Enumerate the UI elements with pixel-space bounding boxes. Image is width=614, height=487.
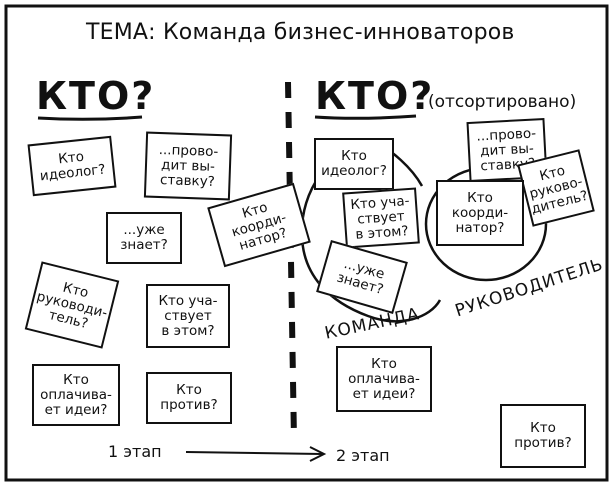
card-ideolog-left: Кто идеолог? [27, 135, 117, 197]
stage-2-label: 2 этап [336, 446, 390, 465]
arrow-head-icon [309, 446, 327, 462]
stage-arrow [185, 451, 323, 455]
card-exhibition-left: ...прово- дит вы- ставку? [143, 131, 233, 201]
card-pays-right: Кто оплачива- ет идеи? [336, 346, 432, 412]
header-underline-right [314, 114, 417, 120]
card-participates-right: Кто уча- ствует в этом? [342, 187, 420, 249]
card-ideolog-right: Кто идеолог? [314, 138, 394, 190]
card-coordinator-right: Кто коорди- натор? [436, 180, 524, 246]
header-underline-left [37, 115, 143, 121]
card-participates-left: Кто уча- ствует в этом? [146, 284, 230, 348]
card-against-left: Кто против? [146, 372, 232, 424]
stage-1-label: 1 этап [108, 442, 162, 461]
sorted-note: (отсортировано) [428, 92, 577, 112]
card-knows-left: ...уже знает? [106, 212, 182, 264]
dashed-divider [285, 81, 297, 441]
outer-border [4, 4, 609, 482]
topic-title: ТЕМА: Команда бизнес-инноваторов [86, 20, 515, 45]
who-header-left: КТО? [36, 74, 156, 118]
who-header-right: КТО? [315, 74, 435, 118]
card-pays-left: Кто оплачива- ет идеи? [32, 364, 120, 426]
card-against-right: Кто против? [500, 404, 586, 468]
